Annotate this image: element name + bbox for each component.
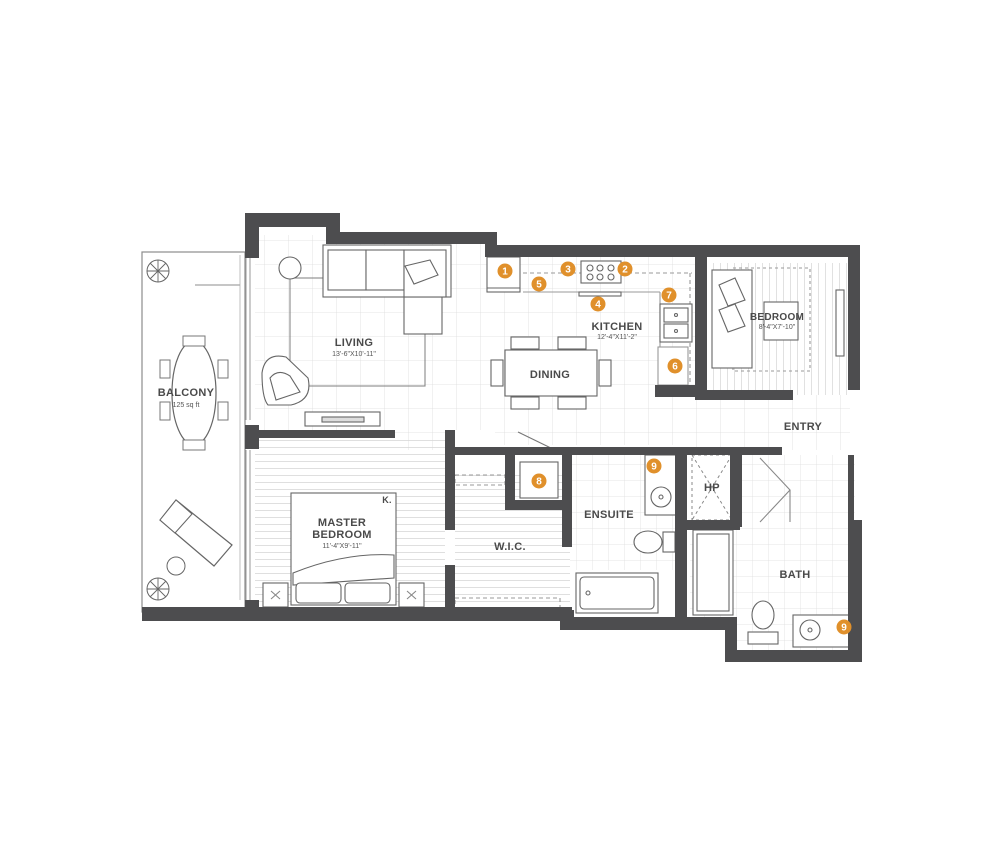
feature-marker: 7 <box>661 287 677 303</box>
room-label-dining: DINING <box>530 369 570 381</box>
svg-text:3: 3 <box>565 265 571 276</box>
room-label-hp: HP <box>704 482 720 494</box>
room-label-master-line2: BEDROOM <box>312 529 372 541</box>
feature-marker: 1 <box>497 263 513 279</box>
kitchen-sink <box>659 303 693 343</box>
room-label-ensuite: ENSUITE <box>584 509 634 521</box>
feature-marker: 2 <box>617 261 633 277</box>
balcony <box>141 251 246 613</box>
room-label-kitchen: KITCHEN <box>592 321 643 333</box>
dining-set <box>490 336 612 410</box>
feature-marker: 3 <box>560 261 576 277</box>
svg-text:7: 7 <box>666 291 672 302</box>
room-label-entry: ENTRY <box>784 421 823 433</box>
toilet <box>633 530 676 554</box>
svg-text:6: 6 <box>672 362 678 373</box>
sofa <box>322 244 452 335</box>
room-label-master-line1: MASTER <box>318 517 366 529</box>
feature-marker: 6 <box>667 358 683 374</box>
armchair <box>261 355 310 406</box>
bedroom-furniture <box>711 267 845 372</box>
feature-marker: 4 <box>590 296 606 312</box>
svg-text:5: 5 <box>536 280 542 291</box>
closet-mark: K. <box>382 495 392 505</box>
room-dims-bedroom: 8'-4"X7'-10" <box>759 324 796 331</box>
room-dims-living: 13'-6"X10'-11" <box>332 351 376 358</box>
room-label-bedroom: BEDROOM <box>750 312 804 323</box>
feature-marker: 5 <box>531 276 547 292</box>
room-dims-master: 11'-4"X9'-11" <box>322 543 362 550</box>
feature-marker: 8 <box>519 461 559 499</box>
svg-text:8: 8 <box>536 477 542 488</box>
svg-text:4: 4 <box>595 300 601 311</box>
plant-icon <box>146 577 170 601</box>
room-labels: LIVING 13'-6"X10'-11" BALCONY 125 sq ft … <box>158 312 823 581</box>
svg-text:9: 9 <box>841 623 847 634</box>
toilet <box>747 600 779 645</box>
room-label-wic: W.I.C. <box>494 541 526 553</box>
kitchen-fixtures <box>486 256 693 395</box>
room-dims-kitchen: 12'-4"X11'-2" <box>597 334 637 341</box>
feature-marker: 9 <box>646 458 662 474</box>
room-label-living: LIVING <box>335 337 373 349</box>
svg-text:2: 2 <box>622 265 628 276</box>
room-dims-balcony: 125 sq ft <box>173 402 200 409</box>
bath-fixtures <box>692 457 854 648</box>
side-table <box>278 256 302 280</box>
master-bedroom-furniture <box>262 431 561 609</box>
svg-text:9: 9 <box>651 462 657 473</box>
living-furniture <box>261 244 452 427</box>
lounge-chair <box>159 499 233 576</box>
outdoor-dining-table <box>159 335 229 451</box>
plant-icon <box>146 259 170 283</box>
walls <box>142 213 862 662</box>
room-label-balcony: BALCONY <box>158 387 215 399</box>
feature-marker: 9 <box>836 619 852 635</box>
wardrobe-door <box>835 289 845 357</box>
room-label-bath: BATH <box>780 569 811 581</box>
svg-text:1: 1 <box>502 267 508 278</box>
nightstand <box>763 301 799 341</box>
feature-markers: 1 2 3 4 5 6 7 8 <box>497 261 852 635</box>
